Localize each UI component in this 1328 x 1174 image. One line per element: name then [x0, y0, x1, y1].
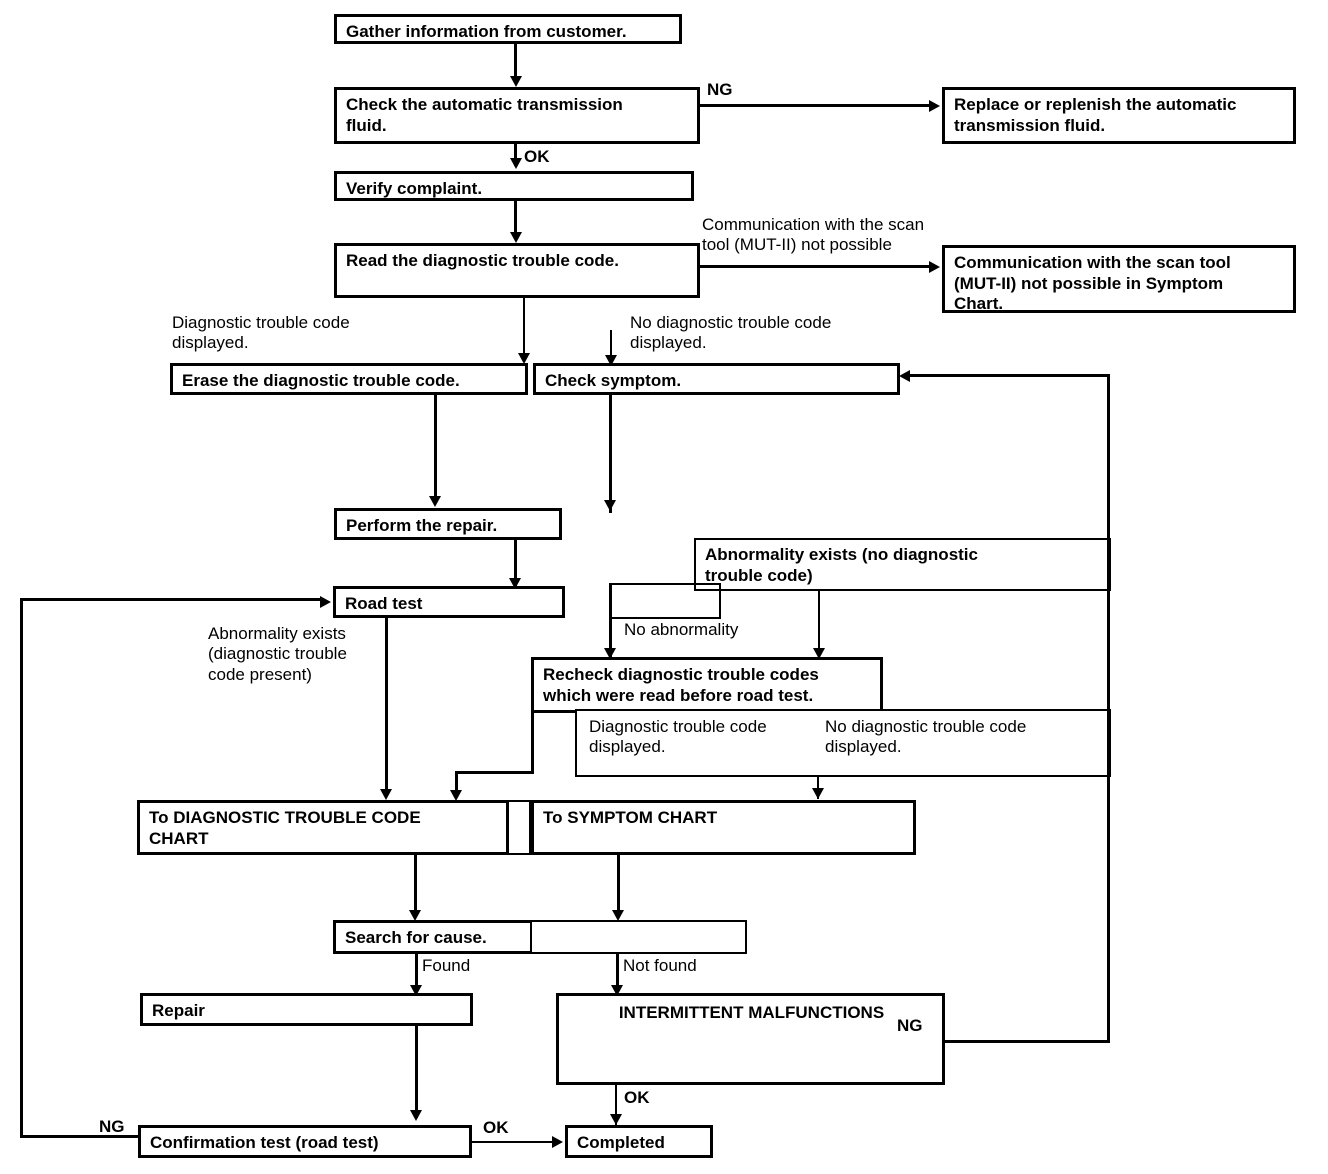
- edge-bracket-top-no-abnormality: [609, 583, 721, 585]
- edge-label-ng-fluid: NG: [707, 80, 733, 99]
- node-dtc-chart-spacer: [507, 800, 531, 855]
- edge-label-ok-intermittent: OK: [624, 1088, 650, 1107]
- arrowhead-symptom-chart-to-search: [612, 910, 624, 921]
- edge-label-no-abnormality: No abnormality: [624, 620, 739, 639]
- edge-label-ok-confirmation: OK: [483, 1118, 509, 1137]
- edge-label-ok-fluid: OK: [524, 147, 550, 166]
- edge-intermittent-ng-return-to-check-symptom: [910, 374, 1110, 377]
- node-to-diagnostic-trouble-code-chart: To DIAGNOSTIC TROUBLE CODE CHART: [137, 800, 509, 855]
- edge-intermittent-ng-horizontal: [945, 1040, 1110, 1043]
- node-verify-complaint: Verify complaint.: [334, 171, 694, 201]
- edge-no-abnormality-down: [609, 583, 612, 661]
- arrowhead-read-dtc-to-check-symptom: [605, 355, 617, 366]
- node-road-test: Road test: [333, 586, 565, 618]
- edge-symptom-chart-to-search: [617, 855, 620, 917]
- edge-bracket-right-no-abnormality: [719, 583, 721, 619]
- edge-label-ng-confirmation: NG: [99, 1117, 125, 1136]
- node-communication-not-possible: Communication with the scan tool (MUT-II…: [942, 245, 1296, 313]
- node-read-diagnostic-trouble-code: Read the diagnostic trouble code.: [334, 243, 700, 298]
- node-intermittent-malfunctions: INTERMITTENT MALFUNCTIONS: [556, 993, 945, 1085]
- arrowhead-found-to-repair: [410, 985, 422, 996]
- arrowhead-no-dtc-displayed-to-symptom-chart: [812, 788, 824, 799]
- node-repair: Repair: [140, 993, 473, 1026]
- edge-comm-to-symptom-chart-note: [700, 265, 932, 268]
- arrowhead-intermittent-ng-to-check-symptom: [899, 370, 910, 382]
- edge-perform-repair-to-road-test: [514, 540, 517, 586]
- node-perform-the-repair: Perform the repair.: [334, 508, 562, 540]
- arrowhead-check-symptom-down: [604, 500, 616, 511]
- edge-read-dtc-to-erase: [523, 298, 525, 360]
- edge-dtc-displayed-step-vertical-b: [455, 771, 458, 797]
- arrowhead-intermittent-ok-to-completed: [610, 1114, 622, 1125]
- arrowhead-comm-to-symptom-chart-note: [929, 261, 940, 273]
- node-to-symptom-chart: To SYMPTOM CHART: [531, 800, 916, 855]
- node-gather-information: Gather information from customer.: [334, 14, 682, 44]
- edge-verify-to-read-dtc: [514, 201, 517, 237]
- node-recheck-diagnostic-trouble-codes: Recheck diagnostic trouble codes which w…: [531, 657, 883, 713]
- arrowhead-confirmation-ok-to-completed: [552, 1136, 563, 1148]
- edge-dtc-displayed-step-horizontal: [455, 771, 533, 774]
- edge-label-abnormality-dtc-present: Abnormality exists (diagnostic trouble c…: [208, 624, 347, 684]
- edge-check-symptom-down: [609, 395, 612, 513]
- arrowhead-erase-to-perform-repair: [429, 496, 441, 507]
- node-check-transmission-fluid: Check the automatic transmission fluid.: [334, 87, 700, 144]
- edge-label-comm-scan-tool: Communication with the scan tool (MUT-II…: [702, 215, 925, 255]
- edge-gather-to-check: [514, 44, 517, 80]
- node-check-symptom: Check symptom.: [533, 363, 900, 395]
- edge-found-to-repair: [415, 954, 418, 992]
- edge-abnormality-no-dtc-down: [818, 591, 820, 661]
- arrowhead-ng-loop-to-road-test: [320, 596, 331, 608]
- edge-ng-to-replace-fluid: [700, 104, 932, 107]
- node-confirmation-test: Confirmation test (road test): [138, 1125, 472, 1158]
- edge-erase-to-perform-repair: [434, 395, 437, 503]
- edge-intermittent-ng-vertical: [1107, 374, 1110, 1043]
- node-recheck-results-panel: Diagnostic trouble code displayed. No di…: [575, 709, 1111, 777]
- arrowhead-ng-to-replace-fluid: [929, 100, 940, 112]
- edge-ok-to-verify: [514, 144, 517, 166]
- edge-confirmation-ok-to-completed: [472, 1141, 555, 1143]
- edge-dtc-displayed-step-vertical-a: [531, 704, 534, 774]
- arrowhead-not-found-to-intermittent: [611, 985, 623, 996]
- edge-ng-loop-horizontal-bottom: [20, 1135, 138, 1138]
- edge-read-dtc-to-check-symptom: [610, 330, 612, 364]
- arrowhead-dtc-chart-to-search: [409, 910, 421, 921]
- edge-dtc-chart-to-search: [414, 855, 417, 917]
- edge-not-found-to-intermittent: [616, 954, 619, 992]
- arrowhead-repair-to-confirmation-test: [410, 1110, 422, 1121]
- edge-road-test-to-dtc-chart: [385, 618, 388, 796]
- arrowhead-gather-to-check: [510, 76, 522, 87]
- edge-ng-loop-vertical-left: [20, 598, 23, 1138]
- arrowhead-road-test-to-dtc-chart: [380, 789, 392, 800]
- arrowhead-dtc-displayed-to-dtc-chart: [450, 790, 462, 801]
- arrowhead-ok-to-verify: [510, 158, 522, 169]
- edge-label-found: Found: [422, 956, 471, 975]
- edge-ng-loop-horizontal-top: [20, 598, 322, 601]
- edge-label-ng-intermittent: NG: [897, 1016, 923, 1035]
- node-abnormality-exists-no-dtc: Abnormality exists (no diagnostic troubl…: [694, 538, 1111, 591]
- node-completed: Completed: [565, 1125, 713, 1158]
- label-no-dtc-displayed-after-road-test: No diagnostic trouble code displayed.: [825, 717, 1027, 757]
- edge-label-not-found: Not found: [623, 956, 697, 975]
- arrowhead-perform-repair-to-road-test: [509, 578, 521, 589]
- edge-intermittent-ok-to-completed: [615, 1085, 617, 1125]
- arrowhead-abnormality-no-dtc-down: [813, 648, 825, 659]
- edge-bracket-bottom-no-abnormality: [609, 617, 721, 619]
- node-search-for-cause-extension: [530, 920, 747, 954]
- node-replace-replenish-fluid: Replace or replenish the automatic trans…: [942, 87, 1296, 144]
- label-dtc-displayed-after-road-test: Diagnostic trouble code displayed.: [589, 717, 767, 757]
- edge-repair-to-confirmation-test: [415, 1026, 418, 1118]
- arrowhead-verify-to-read-dtc: [510, 232, 522, 243]
- node-erase-diagnostic-trouble-code: Erase the diagnostic trouble code.: [170, 363, 528, 395]
- arrowhead-read-dtc-to-erase: [518, 353, 530, 364]
- edge-label-dtc-displayed: Diagnostic trouble code displayed.: [172, 313, 350, 353]
- edge-label-no-dtc-displayed: No diagnostic trouble code displayed.: [630, 313, 832, 353]
- arrowhead-no-abnormality-down: [604, 648, 616, 659]
